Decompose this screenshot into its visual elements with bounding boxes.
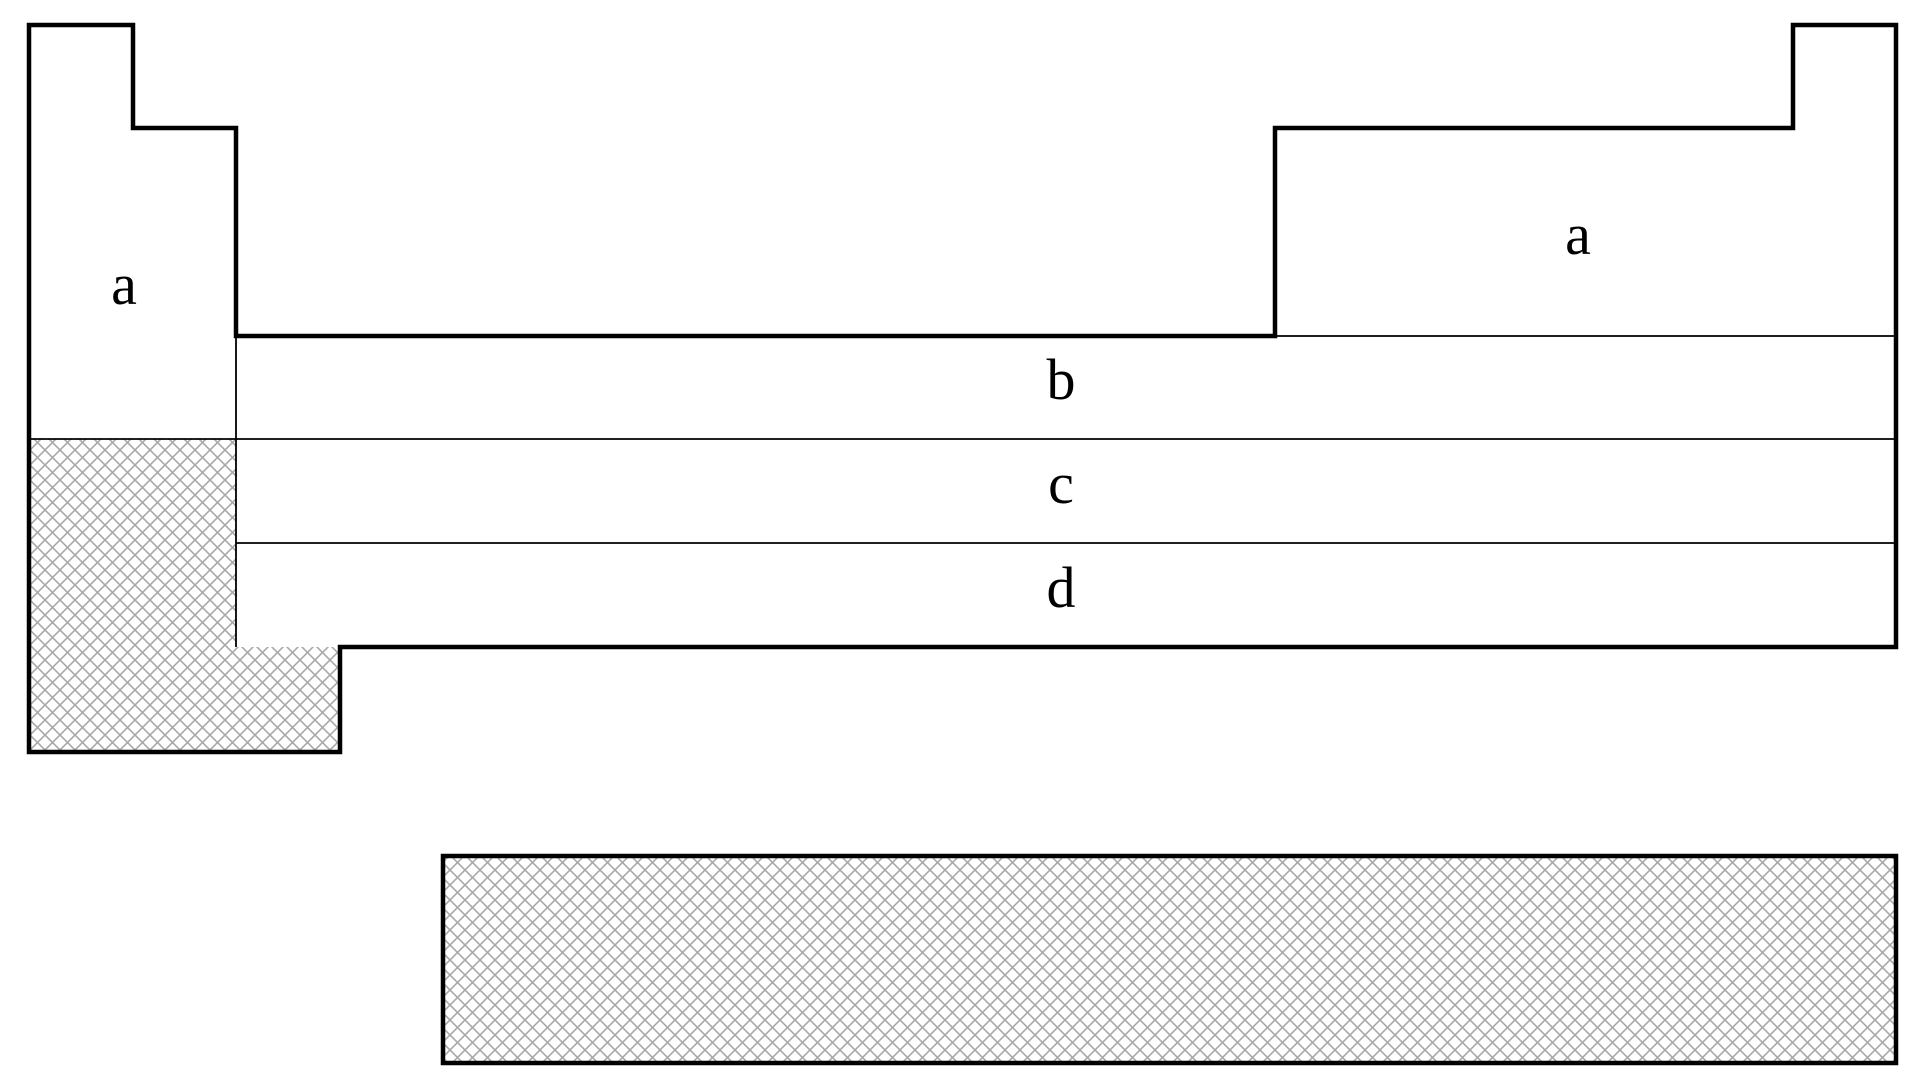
region-label-left-a: a	[111, 252, 137, 317]
region-label-d: d	[1047, 555, 1076, 620]
bottom-bar-outline	[440, 853, 1899, 1066]
main-outline	[26, 22, 1899, 755]
region-label-c: c	[1048, 451, 1074, 516]
region-label-right-a: a	[1565, 202, 1591, 267]
left-lower-hatched-block	[29, 439, 340, 752]
bottom-hatched-bar	[443, 856, 1896, 1063]
region-label-b: b	[1047, 347, 1076, 412]
